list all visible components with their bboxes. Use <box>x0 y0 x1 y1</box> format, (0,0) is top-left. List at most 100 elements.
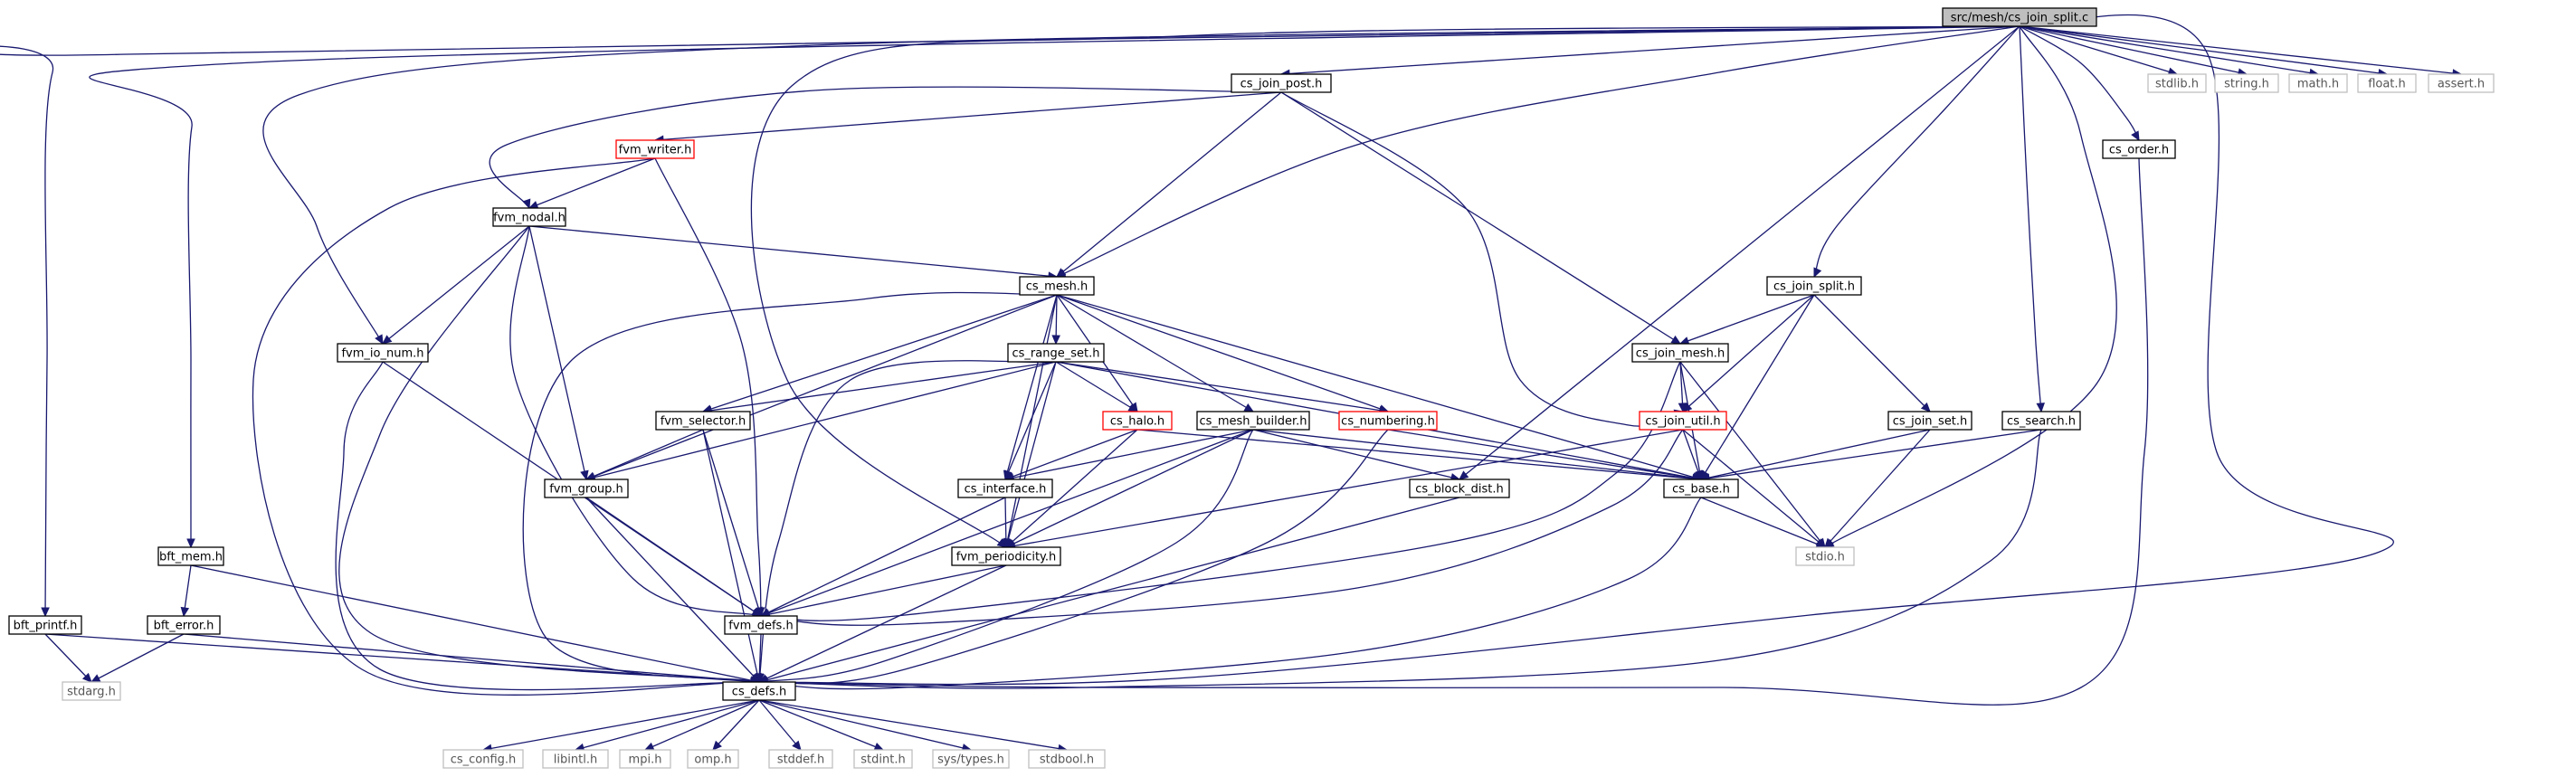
node-fvm-writer[interactable]: fvm_writer.h <box>615 139 695 159</box>
edge-root-to-cs_join_split <box>1813 25 2020 279</box>
node-cs-defs[interactable]: cs_defs.h <box>722 681 796 701</box>
node-cs-block-dist[interactable]: cs_block_dist.h <box>1409 479 1510 498</box>
node-label: cs_numbering.h <box>1341 415 1435 429</box>
edge-line <box>1280 25 2020 75</box>
edge-fvm_nodal-to-fvm_io_num <box>382 225 530 345</box>
node-root[interactable]: src/mesh/cs_join_split.c <box>1942 7 2097 27</box>
node-label: cs_join_split.h <box>1773 280 1855 294</box>
node-box <box>1338 411 1438 431</box>
node-math: math.h <box>2288 73 2348 93</box>
node-fvm-nodal[interactable]: fvm_nodal.h <box>492 207 566 227</box>
edge-line <box>758 429 1389 685</box>
edge-line <box>1824 429 1931 548</box>
node-cs-order[interactable]: cs_order.h <box>2102 139 2176 159</box>
edge-line <box>1679 361 1826 548</box>
edge-bft_error-to-stdarg <box>90 633 185 683</box>
edge-bft_printf-to-stdarg <box>44 633 92 683</box>
node-cs-halo[interactable]: cs_halo.h <box>1102 411 1173 431</box>
node-cs-join-mesh[interactable]: cs_join_mesh.h <box>1631 343 1729 363</box>
edge-line <box>1679 294 1815 345</box>
node-label: src/mesh/cs_join_split.c <box>1951 12 2088 25</box>
node-label: cs_config.h <box>451 753 517 767</box>
edge-line <box>528 225 587 480</box>
edge-arrowhead <box>792 740 802 751</box>
edge-fvm_nodal-to-fvm_group <box>528 225 589 481</box>
node-box <box>2214 73 2279 93</box>
edge-line <box>654 91 1282 141</box>
edge-line <box>760 429 1254 617</box>
node-box <box>1766 276 1862 296</box>
edge-line <box>1700 429 1931 480</box>
edge-line <box>1005 361 1057 548</box>
node-box <box>544 479 629 498</box>
node-cs-join-util[interactable]: cs_join_util.h <box>1639 411 1727 431</box>
node-box <box>724 615 798 635</box>
node-label: cs_mesh_builder.h <box>1199 415 1307 429</box>
edge-line <box>2019 25 2140 141</box>
node-cs-mesh-builder[interactable]: cs_mesh_builder.h <box>1196 411 1310 431</box>
node-bft-printf[interactable]: bft_printf.h <box>8 615 82 635</box>
node-box <box>768 749 833 769</box>
node-fvm-periodicity[interactable]: fvm_periodicity.h <box>951 546 1061 566</box>
node-cs-join-set[interactable]: cs_join_set.h <box>1887 411 1972 431</box>
node-fvm-group[interactable]: fvm_group.h <box>544 479 629 498</box>
node-cs-search[interactable]: cs_search.h <box>2001 411 2081 431</box>
edge-line <box>760 564 1007 617</box>
file-nodes: src/mesh/cs_join_split.c bft_printf.h bft_… <box>8 7 2495 769</box>
edge-fvm_nodal-to-cs_defs <box>338 225 761 686</box>
node-fvm-selector[interactable]: fvm_selector.h <box>655 411 751 431</box>
edge-line <box>758 699 1068 751</box>
edge-line <box>758 14 2394 686</box>
node-box <box>442 749 524 769</box>
edge-arrowhead <box>1243 403 1255 412</box>
node-fvm-io-num[interactable]: fvm_io_num.h <box>337 343 429 363</box>
node-cs-base[interactable]: cs_base.h <box>1663 479 1739 498</box>
edge-line <box>1824 25 2117 548</box>
edge-arrowhead <box>580 469 589 481</box>
edge-line <box>760 497 1006 617</box>
edge-cs_join_post-to-fvm_writer <box>653 91 1282 145</box>
edge-line <box>183 633 760 683</box>
node-label: mpi.h <box>629 753 662 767</box>
node-bft-mem[interactable]: bft_mem.h <box>157 546 224 566</box>
edge-cs_join_mesh-to-stdio <box>1679 361 1826 548</box>
node-omp: omp.h <box>687 749 739 769</box>
node-cs-join-split[interactable]: cs_join_split.h <box>1766 276 1862 296</box>
edge-line <box>760 361 1681 621</box>
edge-line <box>1387 429 1702 480</box>
node-box <box>932 749 1010 769</box>
node-box <box>1639 411 1727 431</box>
edge-fvm_selector-to-fvm_group <box>585 429 704 480</box>
edge-fvm_nodal-to-cs_mesh <box>528 225 1059 280</box>
node-box <box>2357 73 2417 93</box>
edge-line <box>382 225 530 345</box>
node-label: fvm_periodicity.h <box>956 551 1057 564</box>
edge-line <box>585 361 1057 480</box>
edge-arrowhead <box>2036 403 2045 413</box>
node-box <box>1409 479 1510 498</box>
edge-line <box>758 564 1007 683</box>
node-box <box>492 207 566 227</box>
edge-arrowhead <box>1813 267 1822 279</box>
node-cs-mesh[interactable]: cs_mesh.h <box>1019 276 1095 296</box>
edge-root-to-cs_order <box>2019 25 2140 142</box>
edge-line <box>2019 25 2248 75</box>
node-stdint: stdint.h <box>853 749 913 769</box>
node-label: float.h <box>2368 78 2406 91</box>
node-cs-numbering[interactable]: cs_numbering.h <box>1338 411 1438 431</box>
edge-line <box>252 157 760 696</box>
edge-line <box>1813 294 1931 412</box>
edge-arrowhead <box>712 740 722 751</box>
node-cs-interface[interactable]: cs_interface.h <box>957 479 1053 498</box>
node-box <box>619 749 671 769</box>
edge-root-to-cs_mesh <box>1055 25 2020 278</box>
node-box <box>1196 411 1310 431</box>
edge-root-to-cs_defs <box>757 14 2394 687</box>
edge-arrowhead <box>1056 268 1067 278</box>
edge-line <box>1700 497 1826 548</box>
node-bft-error[interactable]: bft_error.h <box>147 615 221 635</box>
node-cs-range-set[interactable]: cs_range_set.h <box>1007 343 1105 363</box>
node-cs-join-post[interactable]: cs_join_post.h <box>1231 73 1332 93</box>
edge-cs_search-to-cs_base <box>1699 429 2042 483</box>
node-fvm-defs[interactable]: fvm_defs.h <box>724 615 798 635</box>
